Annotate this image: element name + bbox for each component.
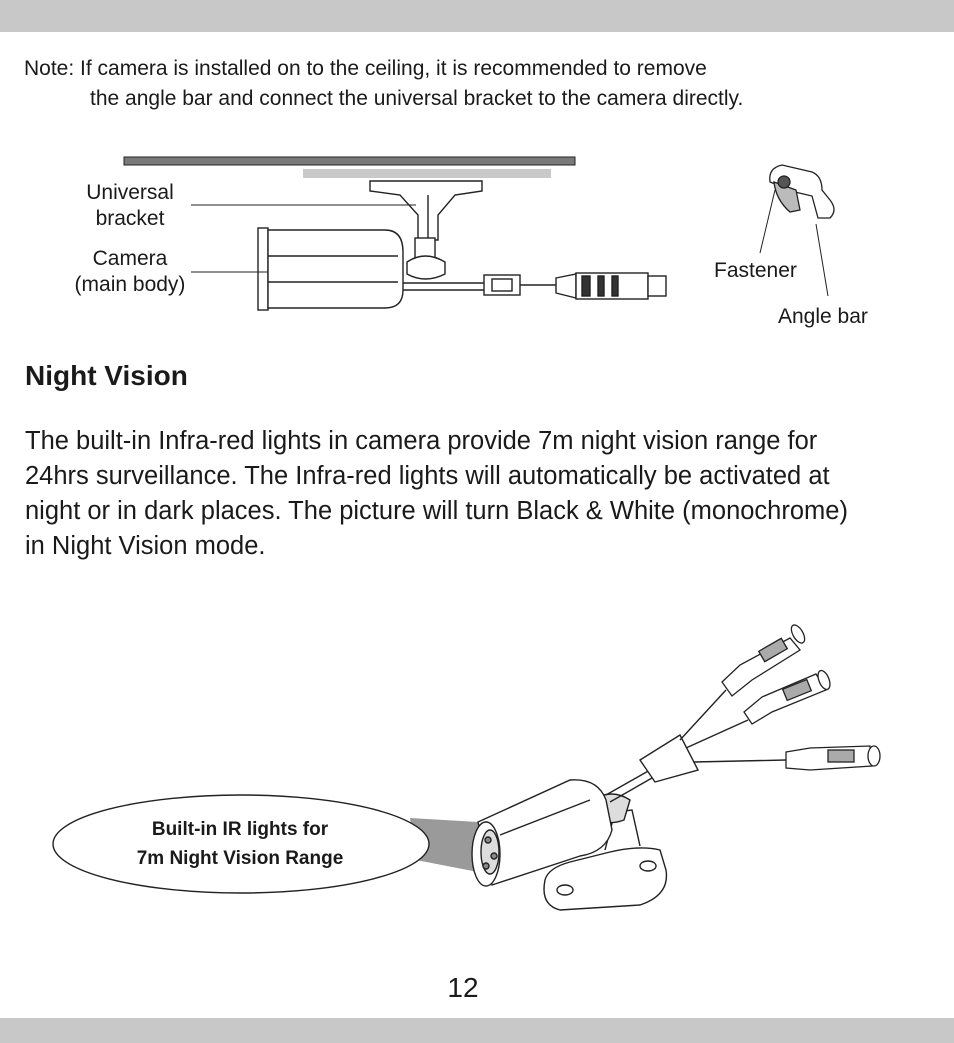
leader-lines bbox=[191, 189, 829, 297]
page-number: 12 bbox=[447, 972, 479, 1003]
plug-connector-2 bbox=[743, 669, 831, 725]
night-vision-paragraph: The built-in Infra-red lights in camera … bbox=[25, 424, 945, 564]
label-camera-line-1: Camera bbox=[92, 247, 168, 270]
note-line-1: Note: If camera is installed on to the c… bbox=[24, 57, 707, 80]
universal-bracket-drawing bbox=[369, 180, 483, 280]
label-universal-bracket-line-1: Universal bbox=[86, 181, 174, 204]
plug-connector-3 bbox=[785, 745, 881, 771]
ceiling-install-note: Note: If camera is installed on to the c… bbox=[24, 54, 743, 114]
callout-line-1: Built-in IR lights for bbox=[151, 819, 329, 840]
ir-callout-ellipse bbox=[52, 794, 478, 894]
paragraph-line-1: The built-in Infra-red lights in camera … bbox=[25, 427, 818, 455]
cable-splitter-drawing bbox=[605, 689, 787, 803]
ceiling-plate bbox=[123, 156, 576, 178]
ir-camera-diagram bbox=[52, 624, 881, 911]
label-angle-bar: Angle bar bbox=[778, 305, 868, 328]
paragraph-line-3: night or in dark places. The picture wil… bbox=[25, 497, 848, 525]
paragraph-line-2: 24hrs surveillance. The Infra-red lights… bbox=[25, 462, 830, 490]
camera-body-drawing bbox=[257, 227, 404, 311]
ceiling-mount-diagram bbox=[123, 156, 835, 311]
label-universal-bracket-line-2: bracket bbox=[95, 207, 165, 230]
bottom-band bbox=[0, 1018, 954, 1043]
section-title: Night Vision bbox=[25, 360, 188, 391]
camera-base-drawing bbox=[543, 793, 668, 911]
ir-callout-text: Built-in IR lights for 7m Night Vision R… bbox=[90, 815, 390, 873]
cable-connector-drawing bbox=[403, 272, 667, 300]
bullet-camera-drawing bbox=[471, 779, 613, 887]
paragraph-line-4: in Night Vision mode. bbox=[25, 532, 266, 560]
top-band bbox=[0, 0, 954, 32]
label-camera-line-2: (main body) bbox=[74, 273, 186, 296]
label-fastener: Fastener bbox=[714, 259, 797, 282]
label-universal-bracket: Universal bracket bbox=[80, 180, 180, 232]
plug-connector-1 bbox=[721, 624, 806, 697]
angle-bar-drawing bbox=[769, 164, 835, 219]
callout-line-2: 7m Night Vision Range bbox=[136, 848, 344, 869]
label-camera-main-body: Camera (main body) bbox=[66, 246, 194, 298]
note-line-2: the angle bar and connect the universal … bbox=[90, 87, 744, 110]
